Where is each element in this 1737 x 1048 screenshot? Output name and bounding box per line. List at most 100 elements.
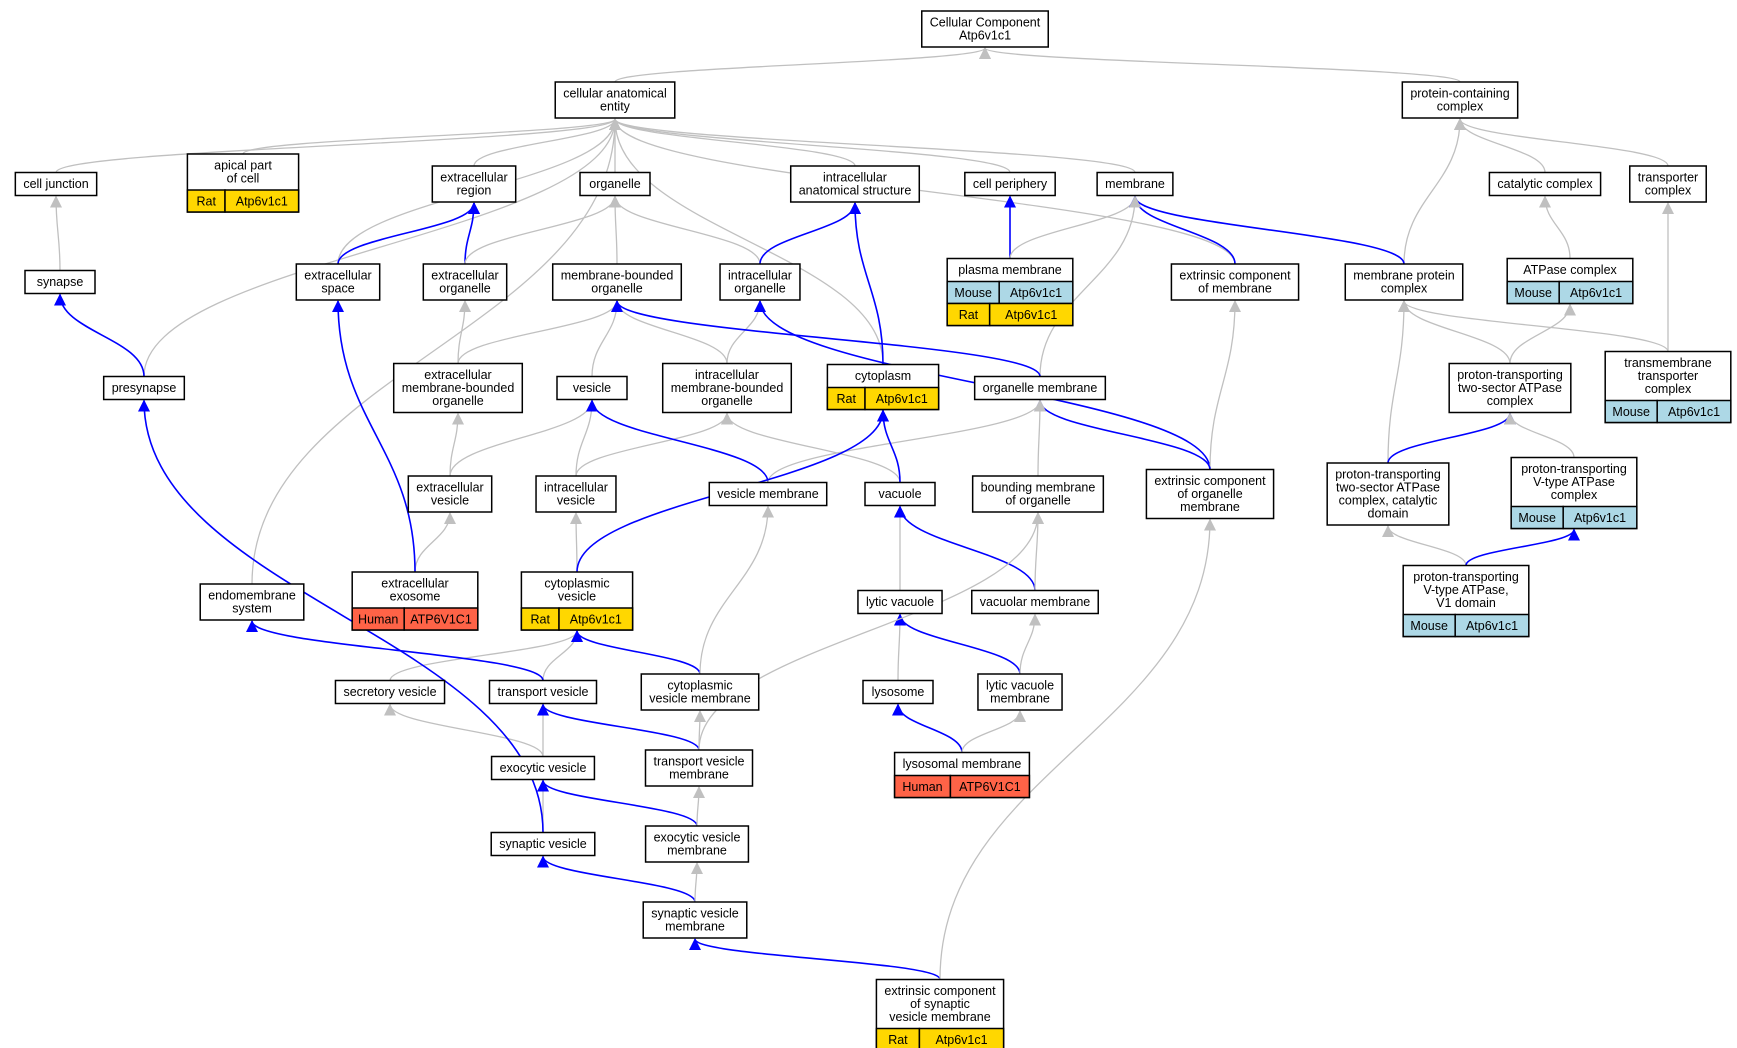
term-node-mem[interactable]: membrane <box>1096 171 1174 197</box>
term-label-line: Cellular Component <box>930 16 1041 30</box>
term-label-line: extracellular <box>431 269 498 283</box>
term-label-line: Atp6v1c1 <box>959 29 1011 43</box>
term-node-synv[interactable]: synaptic vesicle <box>490 831 596 857</box>
is-a-edge <box>1019 613 1041 675</box>
term-node-catc[interactable]: catalytic complex <box>1488 171 1602 197</box>
species-name: Human <box>358 613 398 627</box>
term-label-line: synaptic vesicle <box>651 907 739 921</box>
term-label-line: vacuolar membrane <box>980 595 1091 609</box>
term-label-line: synaptic vesicle <box>499 837 587 851</box>
term-node-exv[interactable]: exocytic vesicle <box>490 755 596 781</box>
term-node-lv[interactable]: lytic vacuole <box>857 589 943 615</box>
term-box <box>199 583 305 621</box>
term-node-vacm[interactable]: vacuolar membrane <box>971 589 1099 615</box>
term-node-pre[interactable]: presynapse <box>102 375 186 401</box>
term-node-vm[interactable]: vesicle membrane <box>708 481 828 507</box>
part-of-edge <box>611 300 1041 377</box>
term-label-line: proton-transporting <box>1335 468 1441 482</box>
term-node-ves[interactable]: vesicle <box>556 375 628 401</box>
term-box <box>1629 165 1707 203</box>
part-of-edge <box>894 505 1036 591</box>
term-node-syn[interactable]: synapse <box>24 269 96 295</box>
term-node-om[interactable]: organelle membrane <box>973 375 1107 401</box>
term-label-line: exosome <box>390 590 441 604</box>
term-node-vac[interactable]: vacuole <box>864 481 936 507</box>
is-a-edge <box>767 399 1046 483</box>
term-label-line: proton-transporting <box>1521 462 1627 476</box>
term-label-line: membrane <box>1180 500 1240 514</box>
gene-symbol: Atp6v1c1 <box>1570 286 1622 300</box>
term-label-line: vesicle <box>557 494 595 508</box>
term-label-line: transport vesicle <box>497 685 588 699</box>
term-label-line: of cell <box>227 172 260 186</box>
term-label-line: cellular anatomical <box>563 87 667 101</box>
term-node-cj[interactable]: cell junction <box>14 171 98 197</box>
term-node-lys[interactable]: lysosome <box>862 679 934 705</box>
is-a-edge <box>961 710 1026 753</box>
is-a-edge <box>721 412 901 483</box>
is-a-edge <box>1504 412 1575 458</box>
term-node-cp[interactable]: cell periphery <box>964 171 1056 197</box>
is-a-edge <box>609 118 1236 265</box>
term-label-line: extrinsic component <box>1154 474 1266 488</box>
term-label-line: membrane-bounded <box>561 269 674 283</box>
is-a-edge <box>242 118 621 155</box>
gene-symbol: Atp6v1c1 <box>935 1033 987 1047</box>
is-a-edge <box>570 512 583 573</box>
term-label-line: proton-transporting <box>1457 368 1563 382</box>
term-label-line: organelle <box>439 282 490 296</box>
term-box <box>971 475 1105 513</box>
term-node-sv[interactable]: secretory vesicle <box>334 679 446 705</box>
gene-symbol: Atp6v1c1 <box>876 392 928 406</box>
term-label-line: complex <box>1551 488 1598 502</box>
term-box <box>490 755 596 781</box>
term-label-line: proton-transporting <box>1413 570 1519 584</box>
is-a-edge <box>609 195 761 265</box>
gene-symbol: Atp6v1c1 <box>1668 405 1720 419</box>
term-node-tv[interactable]: transport vesicle <box>488 679 598 705</box>
is-a-edge <box>449 412 464 477</box>
term-box <box>488 679 598 705</box>
term-node-org[interactable]: organelle <box>579 171 651 197</box>
gene-symbol: ATP6V1C1 <box>959 780 1021 794</box>
term-label-line: membrane <box>990 692 1050 706</box>
term-box <box>422 263 508 301</box>
